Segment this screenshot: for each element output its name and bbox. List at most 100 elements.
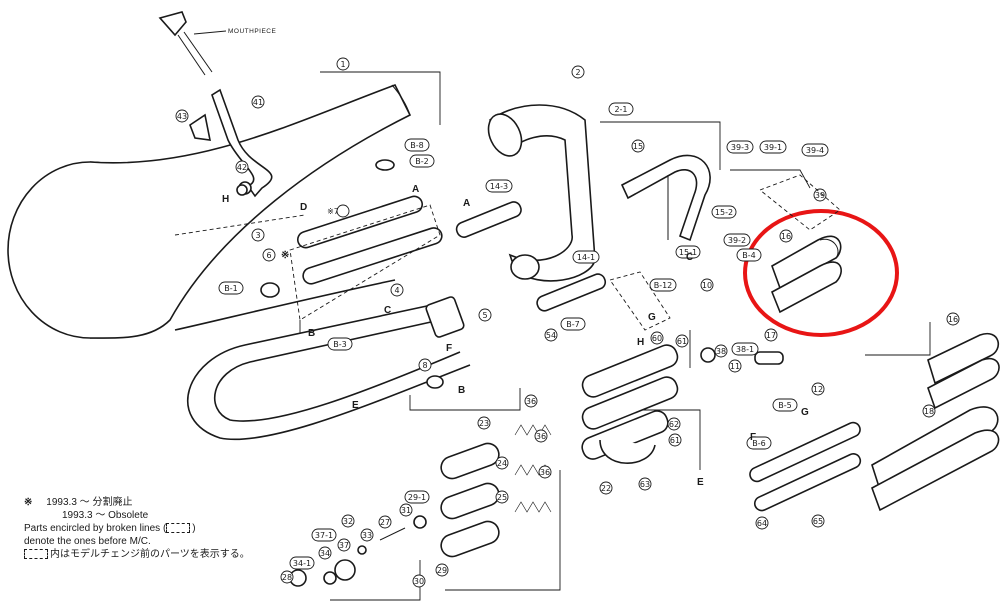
callout-16-upper: 16 — [781, 232, 791, 241]
letter-c-1: C — [384, 305, 391, 316]
letter-a-1: A — [412, 184, 419, 195]
callout-24: 24 — [497, 459, 507, 468]
slide-16-lower-part — [871, 332, 1000, 512]
letter-b-2: B — [458, 385, 465, 396]
callout-15: 15 — [633, 142, 643, 151]
callout-23: 23 — [479, 419, 489, 428]
callout-38-1: 38-1 — [736, 345, 754, 354]
callout-37-1: 37-1 — [315, 531, 333, 540]
letter-c-2: C — [686, 252, 693, 263]
callout-65: 65 — [813, 517, 823, 526]
highlight-circle — [743, 209, 899, 337]
letter-f-2: F — [750, 432, 756, 443]
callout-38: 38 — [716, 347, 726, 356]
callout-29-1: 29-1 — [408, 493, 426, 502]
tube-14-part — [455, 201, 607, 312]
letter-asterisk: ※ — [281, 250, 289, 261]
mouthpiece-label: MOUTHPIECE — [228, 28, 277, 35]
small-hardware — [236, 159, 444, 587]
callout-32: 32 — [343, 517, 353, 526]
callout-30: 30 — [414, 577, 424, 586]
callout-63: 63 — [640, 480, 650, 489]
legend: ※ 1993.3 〜 分割廃止 1993.3 〜 Obsolete Parts … — [24, 496, 304, 561]
callout-39-3: 39-3 — [731, 143, 749, 152]
mouthpiece-label-group: MOUTHPIECE — [193, 28, 277, 35]
callout-11: 11 — [730, 362, 740, 371]
legend-line-4: denote the ones before M/C. — [24, 536, 151, 547]
callout-b-5: B-5 — [778, 401, 791, 410]
callout-61-a: 61 — [677, 337, 687, 346]
legend-text-1: 1993.3 〜 分割廃止 — [46, 497, 133, 508]
callout-27: 27 — [380, 518, 390, 527]
callout-b-2: B-2 — [415, 157, 428, 166]
callout-b-12: B-12 — [654, 281, 673, 290]
callout-31: 31 — [401, 506, 411, 515]
letter-f-1: F — [446, 343, 452, 354]
callout-2: 2 — [575, 68, 580, 77]
b-callouts: B-1 B-2 B-3 B-4 B-5 B-6 B-7 B-8 B-12 — [218, 138, 798, 450]
callout-39-4: 39-4 — [806, 146, 824, 155]
legend-mark: ※ — [24, 497, 33, 508]
callout-1: 1 — [340, 60, 345, 69]
callout-36-b: 36 — [536, 432, 546, 441]
callout-16-lower: 16 — [948, 315, 958, 324]
callout-14-1: 14-1 — [577, 253, 595, 262]
bell-part — [7, 84, 412, 339]
callout-60: 60 — [652, 334, 662, 343]
connection-letters: A A B B C C D E E F F G G H H ※ — [222, 184, 809, 488]
letter-d: D — [300, 202, 307, 213]
callout-62: 62 — [669, 420, 679, 429]
tube-12-part — [749, 421, 862, 512]
callout-34: 34 — [320, 549, 330, 558]
callout-7: ※7 — [327, 207, 339, 216]
callout-39: 39 — [815, 191, 825, 200]
callout-b-1: B-1 — [224, 284, 237, 293]
dashed-box-icon-2 — [24, 549, 48, 560]
legend-text-3a: Parts encircled by broken lines ( — [24, 523, 167, 534]
callout-61-b: 61 — [670, 436, 680, 445]
callout-15-1: 15-1 — [679, 248, 697, 257]
letter-h-1: H — [222, 194, 229, 205]
callout-b-3: B-3 — [333, 340, 346, 349]
callout-37: 37 — [339, 541, 349, 550]
dashed-box-icon — [166, 523, 191, 534]
legend-line-1: ※ 1993.3 〜 分割廃止 — [24, 496, 304, 509]
callout-42: 42 — [237, 163, 247, 172]
letter-g-2: G — [801, 407, 809, 418]
callout-54: 54 — [546, 331, 556, 340]
callout-29: 29 — [437, 566, 447, 575]
callout-4: 4 — [394, 286, 399, 295]
callout-b-4: B-4 — [742, 251, 755, 260]
callout-39-1: 39-1 — [764, 143, 782, 152]
callout-8: 8 — [422, 361, 427, 370]
letter-e-2: E — [697, 477, 704, 488]
callout-6: 6 — [266, 251, 271, 260]
tuning-slide-part — [487, 104, 596, 282]
legend-text-3b: ) — [192, 523, 196, 534]
callout-17: 17 — [766, 331, 776, 340]
valve-cluster-part — [581, 344, 784, 464]
callout-36-a: 36 — [526, 397, 536, 406]
lower-bow-part — [187, 296, 471, 441]
mouthpiece-assembly — [158, 11, 273, 198]
callout-41: 41 — [253, 98, 263, 107]
frame-lines — [299, 71, 931, 601]
callouts: 1 2 2-1 3 4 5 6 ※7 8 10 11 12 14-3 14-1 … — [175, 57, 960, 588]
callout-10: 10 — [702, 281, 712, 290]
callout-14-3: 14-3 — [490, 182, 508, 191]
letter-e-1: E — [352, 400, 359, 411]
legend-line-3: Parts encircled by broken lines () — [24, 522, 304, 535]
callout-36-c: 36 — [540, 468, 550, 477]
callout-34-1: 34-1 — [293, 559, 311, 568]
callout-3: 3 — [255, 231, 260, 240]
callout-15-2: 15-2 — [715, 208, 733, 217]
callout-18: 18 — [924, 407, 934, 416]
callout-b-7: B-7 — [566, 320, 579, 329]
valve-pistons — [440, 424, 552, 558]
letter-b-1: B — [308, 328, 315, 339]
letter-g-1: G — [648, 312, 656, 323]
tube-7-part — [289, 195, 443, 321]
callout-2-1: 2-1 — [614, 105, 627, 114]
callout-22: 22 — [601, 484, 611, 493]
